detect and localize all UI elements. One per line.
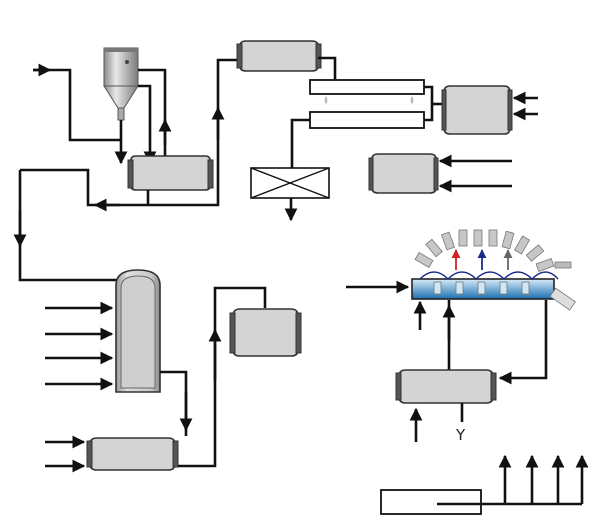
outlet-label: Y — [455, 426, 466, 444]
vessel-right-top — [441, 85, 513, 135]
reaction-column — [115, 269, 161, 393]
tube-exchanger — [309, 79, 425, 129]
feed-hopper — [103, 47, 139, 121]
vessel-bottom-right — [395, 369, 497, 404]
down-line-left — [18, 170, 120, 282]
bed-right-return — [498, 300, 548, 385]
top-tank-to-exchanger — [318, 56, 337, 80]
fluidized-bed — [411, 229, 576, 311]
hopper-side-line-2 — [138, 84, 157, 165]
vessel-mixer — [127, 155, 214, 191]
feed-inlet-line — [33, 68, 121, 142]
column-bottom-line — [160, 370, 188, 436]
exchanger-right-connector — [424, 85, 434, 122]
bottom-left-out — [178, 286, 267, 468]
vessel-bottom-left — [86, 437, 179, 471]
filter-box — [250, 167, 330, 199]
hopper-side-line-1 — [138, 68, 167, 163]
manifold-box — [380, 489, 482, 515]
vessel-middle-right — [368, 153, 439, 194]
vessel-center — [229, 308, 302, 357]
loop-line-left — [20, 58, 240, 207]
vessel-top-tank — [236, 40, 322, 72]
exchanger-to-box — [290, 118, 310, 168]
